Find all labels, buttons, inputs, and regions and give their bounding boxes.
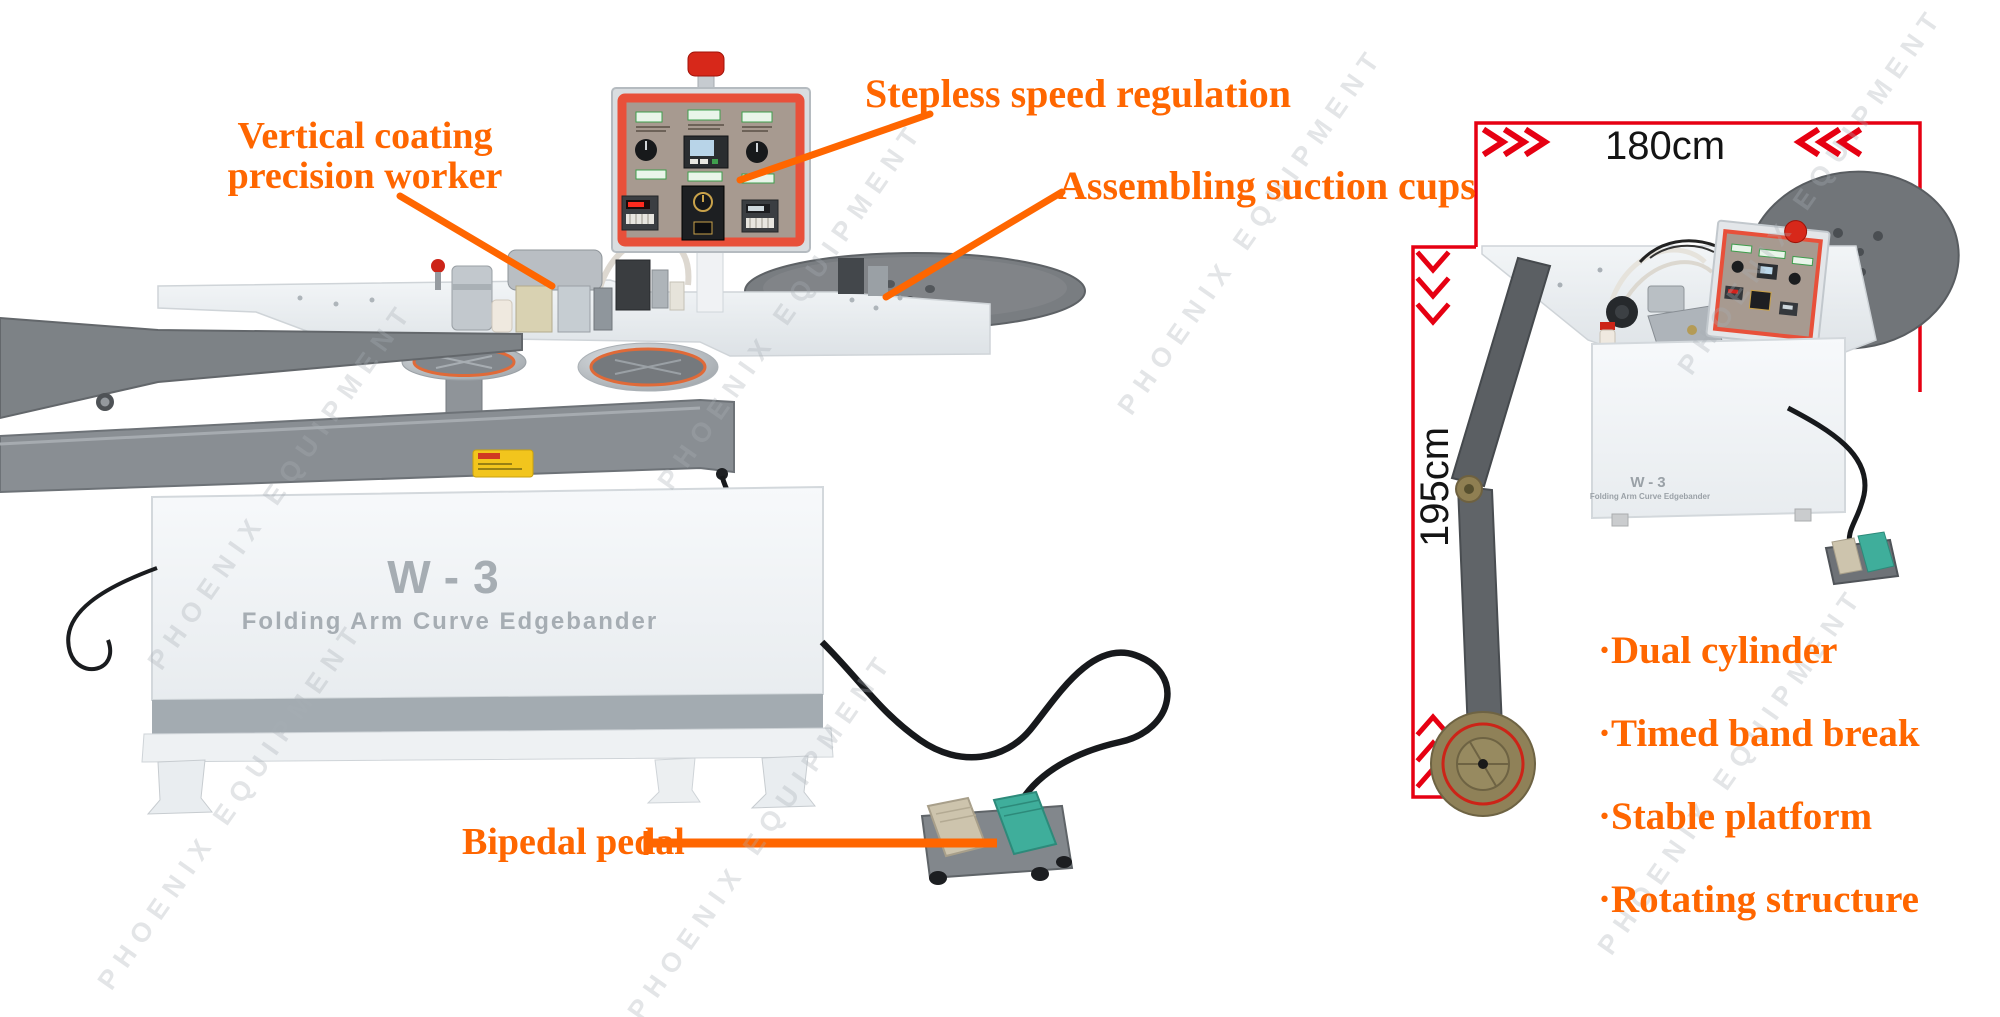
control-panel [611, 51, 811, 313]
pedal-wheel [1056, 856, 1072, 868]
machine-leg [146, 759, 214, 815]
machine-foot [1611, 513, 1629, 527]
feature-list: ·Dual cylinder ·Timed band break ·Stable… [1598, 628, 1920, 960]
support-arm [0, 316, 523, 420]
callout-bipedal-pedal: Bipedal pedal [462, 821, 685, 863]
disc-screw [925, 285, 935, 293]
speed-controller [681, 185, 725, 241]
vertical-coating-arrow [396, 192, 556, 290]
callout-suction-cups: Assembling suction cups [1058, 163, 1476, 208]
model-tagline: Folding Arm Curve Edgebander [241, 608, 659, 635]
glue-roller [515, 285, 553, 333]
chevrons-right-icon [1481, 126, 1551, 158]
folding-arm [1450, 256, 1552, 735]
pedal-wheel [929, 871, 947, 885]
machine-cabinet [66, 485, 834, 815]
stepless-arrow [736, 110, 934, 184]
temperature-display [683, 135, 729, 169]
width-dimension-label: 180cm [1604, 124, 1726, 168]
feature-item: ·Stable platform [1598, 795, 1873, 838]
machine-leg [646, 757, 701, 804]
coating-unit [431, 234, 888, 333]
height-dimension-label: 195cm [1413, 426, 1457, 548]
callout-line: Vertical coating [237, 115, 493, 157]
power-cable-left [66, 566, 158, 671]
callout-line: precision worker [227, 155, 503, 198]
callout-stepless-speed: Stepless speed regulation [865, 71, 1291, 116]
cabinet-base [141, 727, 834, 763]
disc-screw [1833, 228, 1843, 238]
chevrons-down-icon [1415, 250, 1451, 326]
pedal-right [1857, 531, 1895, 573]
feature-item: ·Rotating structure [1598, 878, 1919, 921]
panel-knob [1788, 272, 1801, 285]
left-machine [0, 51, 1171, 885]
emergency-stop-button [687, 51, 725, 77]
pedal-wheel [1031, 867, 1049, 881]
pedal-cable [1786, 405, 1868, 549]
pedal-assembly [819, 639, 1171, 885]
model-name: W-3 [387, 551, 513, 603]
red-knob [431, 259, 445, 273]
disc-screw [1873, 231, 1883, 241]
band-platter [1430, 711, 1536, 817]
emergency-stop-button [1784, 220, 1808, 244]
bipedal-pointer [643, 831, 997, 855]
timer-counter-right [741, 199, 779, 233]
machine-foot [1794, 508, 1812, 522]
model-name-small: W-3 [1630, 474, 1670, 491]
pedal-assembly-right [1786, 405, 1900, 586]
machine-cabinet-right [1591, 336, 1846, 527]
panel-knob [1731, 260, 1744, 273]
pedal-left [1831, 537, 1863, 575]
panel-stickers [635, 109, 775, 184]
right-machine [1430, 170, 1960, 817]
cabinet-stripe [152, 694, 823, 734]
model-tagline-small: Folding Arm Curve Edgebander [1589, 492, 1711, 501]
callout-vertical-coating: Vertical coating precision worker [210, 116, 520, 197]
rotary-platter [577, 342, 719, 392]
pedal-right [992, 790, 1058, 856]
feature-item: ·Timed band break [1598, 712, 1920, 755]
pedal-cable [819, 639, 1171, 802]
annotation-arrows [396, 110, 1066, 855]
feature-item: ·Dual cylinder [1598, 629, 1838, 672]
timer-counter-left [621, 195, 659, 231]
suction-cups-arrow [882, 188, 1066, 301]
machine-leg [750, 755, 817, 809]
folding-beam [0, 398, 742, 529]
height-dimension-line [1411, 245, 1476, 799]
control-panel-right [1705, 219, 1831, 349]
chevrons-left-icon [1793, 126, 1863, 158]
